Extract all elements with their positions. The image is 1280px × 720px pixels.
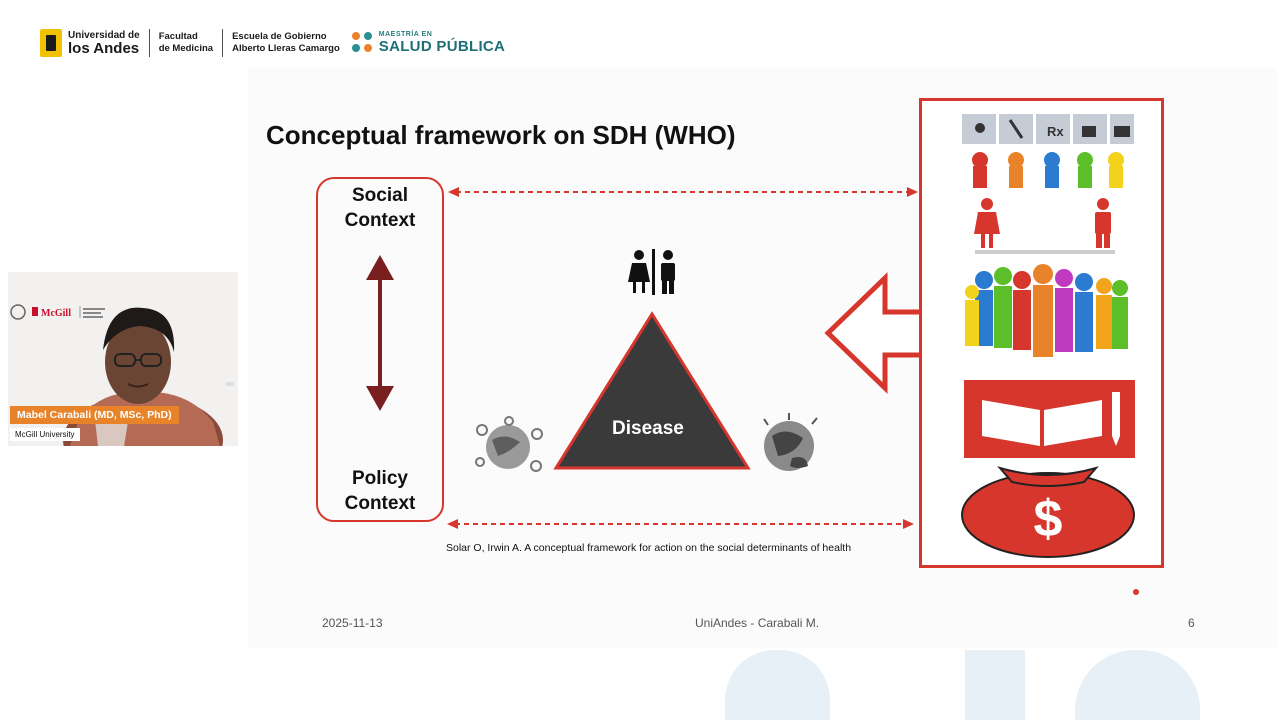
svg-text:McGill: McGill [41, 308, 71, 319]
university-logo [40, 29, 62, 57]
determinants-panel [919, 98, 1164, 568]
background-shape [725, 650, 830, 720]
mcgill-logo: McGill [8, 304, 108, 320]
presenter-org-badge: McGill University [10, 428, 80, 441]
public-health-logo [351, 32, 374, 54]
header-logos: Universidad de los Andes Facultad de Med… [40, 26, 505, 60]
disease-label: Disease [612, 418, 684, 439]
footer-author: UniAndes - Carabali M. [695, 616, 820, 630]
school-name: Escuela de Gobierno Alberto Lleras Camar… [232, 31, 340, 54]
program-label: MAESTRÍA EN [378, 31, 433, 38]
slide-title: Conceptual framework on SDH (WHO) [266, 120, 736, 150]
divider [148, 29, 150, 57]
divider [222, 29, 224, 57]
presenter-name-badge: Mabel Carabali (MD, MSc, PhD) [10, 406, 179, 424]
footer-page-number: 6 [1188, 616, 1195, 630]
social-context-label: Social Context [344, 185, 416, 231]
footer-date: 2025-11-13 [322, 616, 383, 630]
faculty-name: Facultad de Medicina [158, 31, 214, 54]
university-name: Universidad de los Andes [68, 30, 140, 57]
background-shape [965, 650, 1025, 720]
policy-context-label: Policy Context [344, 468, 416, 514]
background-shape [1075, 650, 1200, 720]
citation-text: Solar O, Irwin A. A conceptual framework… [446, 542, 852, 554]
context-box [316, 177, 444, 522]
program-logo: MAESTRÍA EN SALUD PÚBLICA [351, 31, 506, 55]
program-name: SALUD PÚBLICA [378, 38, 506, 55]
